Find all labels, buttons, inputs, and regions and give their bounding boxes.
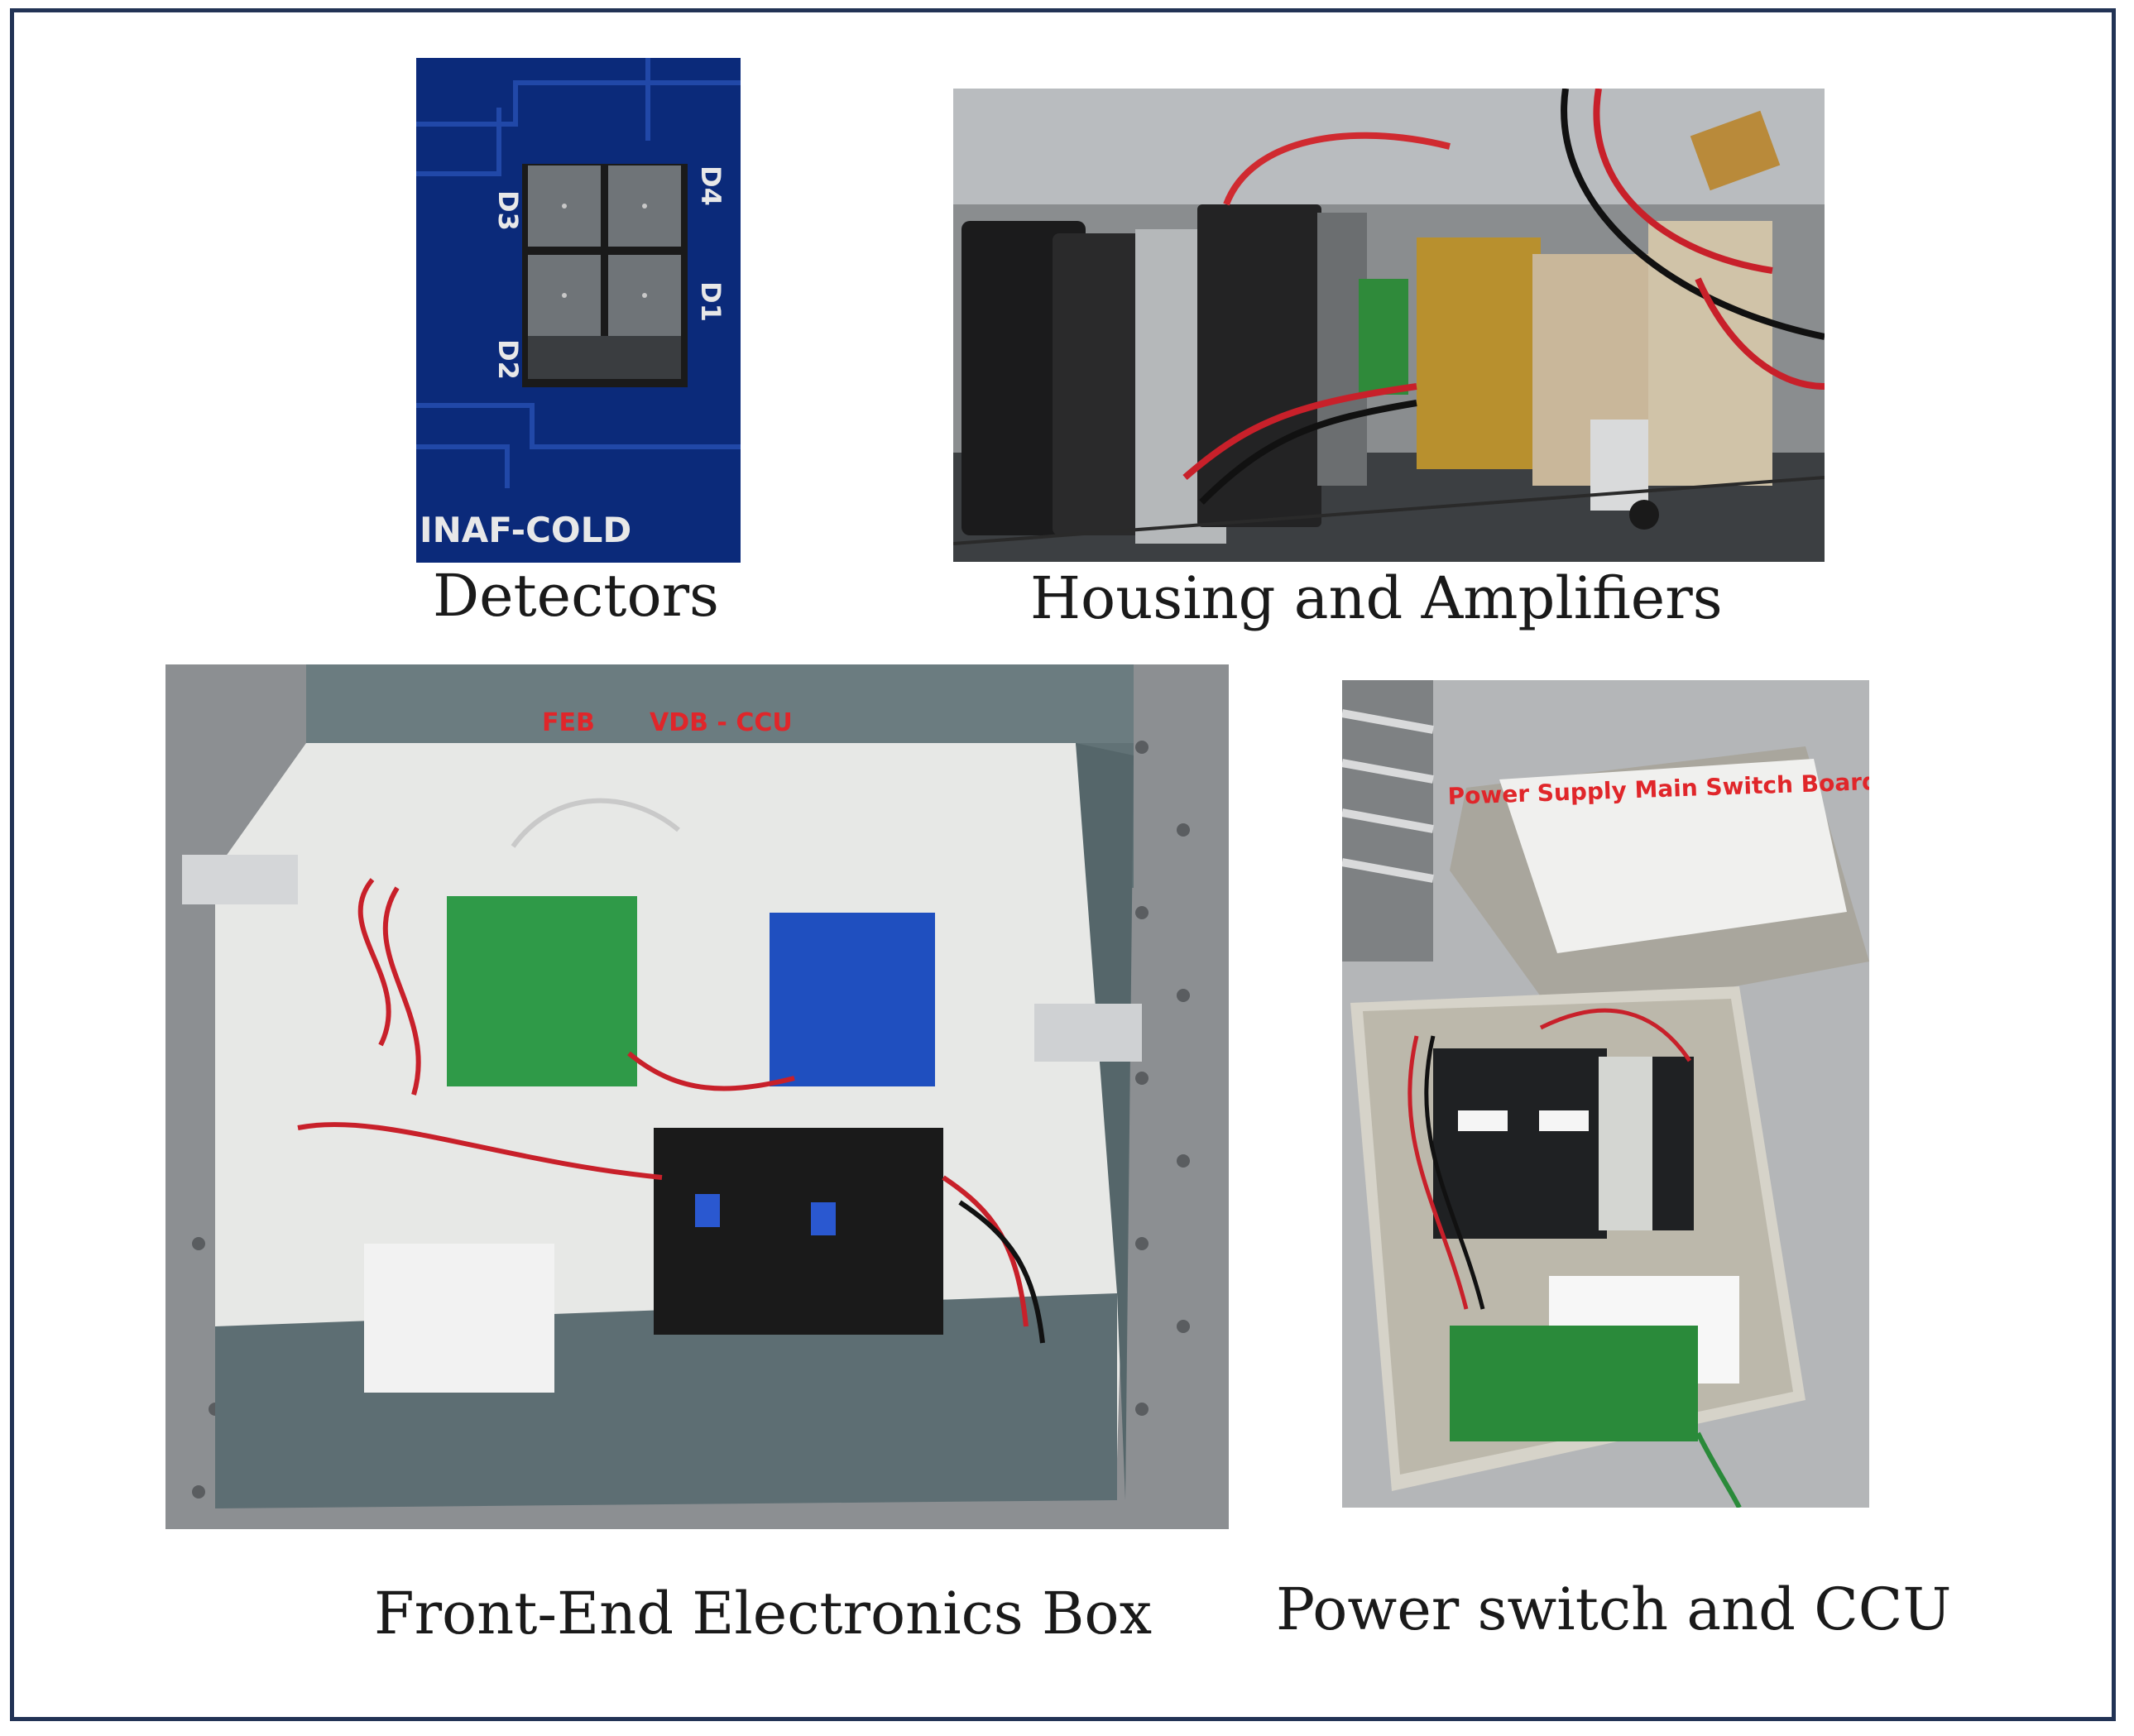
photo-label-feb: FEB — [542, 708, 595, 737]
power-switch-ccu-photo: Power Supply Main Switch Board — [1342, 680, 1869, 1508]
pcb-label-d3: D3 — [492, 190, 524, 231]
vdb-board — [770, 913, 935, 1086]
ccu-board — [654, 1128, 943, 1335]
caption-housing-amplifiers: Housing and Amplifiers — [1030, 564, 1723, 632]
feb-board — [447, 896, 637, 1086]
housing-amplifiers-photo — [953, 89, 1825, 562]
power-board — [364, 1244, 554, 1393]
caption-power-switch-ccu: Power switch and CCU — [1276, 1575, 1952, 1643]
psu-module-2 — [1524, 1048, 1607, 1239]
detectors-photo: D3 D4 D2 D1 INAF-COLD — [416, 58, 741, 563]
pcb-label-d4: D4 — [695, 165, 727, 206]
pcb-label-d2: D2 — [492, 339, 524, 380]
caption-front-end-electronics-box: Front-End Electronics Box — [374, 1580, 1153, 1647]
psu-module-1 — [1433, 1048, 1532, 1239]
caption-detectors: Detectors — [433, 562, 719, 630]
silkscreen-inaf-cold: INAF-COLD — [420, 510, 631, 550]
photo-label-vdb-ccu: VDB - CCU — [650, 708, 793, 737]
front-end-electronics-box-photo: FEB VDB - CCU — [165, 664, 1229, 1529]
pcb-label-d1: D1 — [695, 281, 727, 322]
ccu-board — [1450, 1326, 1698, 1441]
